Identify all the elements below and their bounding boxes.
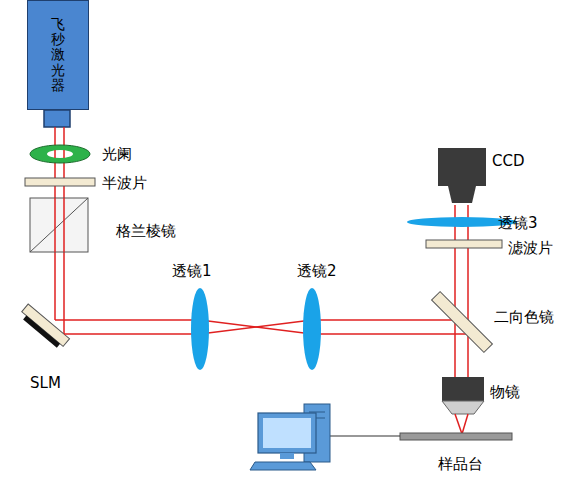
part-label: 二向色镜 — [494, 308, 554, 326]
laser-box: 飞秒激光器 — [27, 0, 89, 110]
part-label: 透镜1 — [172, 262, 212, 280]
part-label: 格兰棱镜 — [116, 222, 176, 240]
part-label: 透镜2 — [297, 262, 337, 280]
part-label: 物镜 — [490, 383, 520, 401]
part-label: 样品台 — [438, 455, 483, 473]
part-label: 滤波片 — [508, 239, 553, 257]
part-label: SLM — [30, 374, 61, 392]
laser-name: 飞秒激光器 — [51, 17, 65, 94]
part-label: CCD — [492, 152, 525, 170]
part-label: 透镜3 — [498, 214, 538, 232]
part-label: 光阑 — [102, 145, 132, 163]
part-label: 半波片 — [102, 174, 147, 192]
